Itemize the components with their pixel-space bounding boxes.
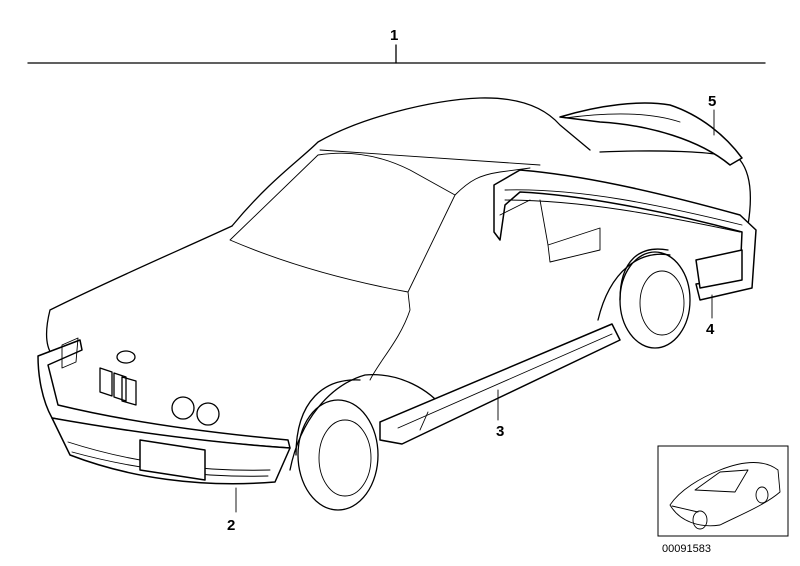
car-thumbnail-icon[interactable] — [657, 445, 789, 537]
callout-3[interactable]: 3 — [496, 423, 504, 440]
callout-2[interactable]: 2 — [227, 517, 235, 534]
leader-lines — [235, 109, 715, 513]
car-body-icon — [45, 97, 752, 511]
image-id: 00091583 — [662, 543, 711, 555]
side-skirt-part — [379, 323, 621, 445]
callout-4[interactable]: 4 — [706, 321, 715, 338]
assembly-bracket — [27, 44, 766, 64]
rear-spoiler-part — [559, 102, 743, 166]
callout-1[interactable]: 1 — [390, 27, 398, 44]
front-spoiler-part — [37, 337, 291, 485]
callout-5[interactable]: 5 — [708, 93, 716, 110]
rear-bumper-part — [493, 169, 757, 301]
